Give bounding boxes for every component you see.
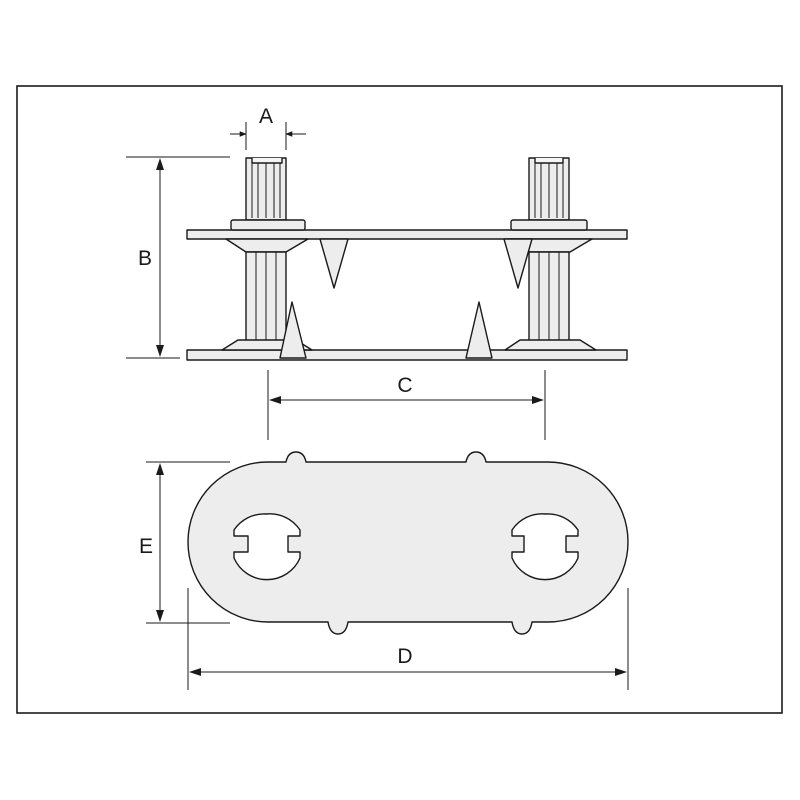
bottom-spike-left [279,301,307,359]
dimension-d: D [187,588,629,690]
side-view [186,157,628,361]
dimension-label-c: C [397,374,412,397]
dimension-c: C [267,370,546,440]
oval-link-plate [187,451,629,635]
left-pin-hole [233,513,301,581]
top-spike-left [319,238,349,289]
top-plate [186,229,628,240]
dimension-label-b: B [138,247,152,270]
dimension-label-e: E [139,535,153,558]
top-view-plate [187,451,629,635]
drawing-frame [16,85,783,714]
dimension-e: E [139,461,230,624]
dimension-b: B [126,156,230,359]
left-pin [221,157,313,351]
right-pin-hole [511,513,579,581]
dimension-label-a: A [259,105,273,128]
dimension-a: A [230,105,306,150]
bottom-plate [186,349,628,361]
dimension-label-d: D [397,645,412,668]
top-spike-right [503,238,533,289]
bottom-spike-right [465,301,493,359]
